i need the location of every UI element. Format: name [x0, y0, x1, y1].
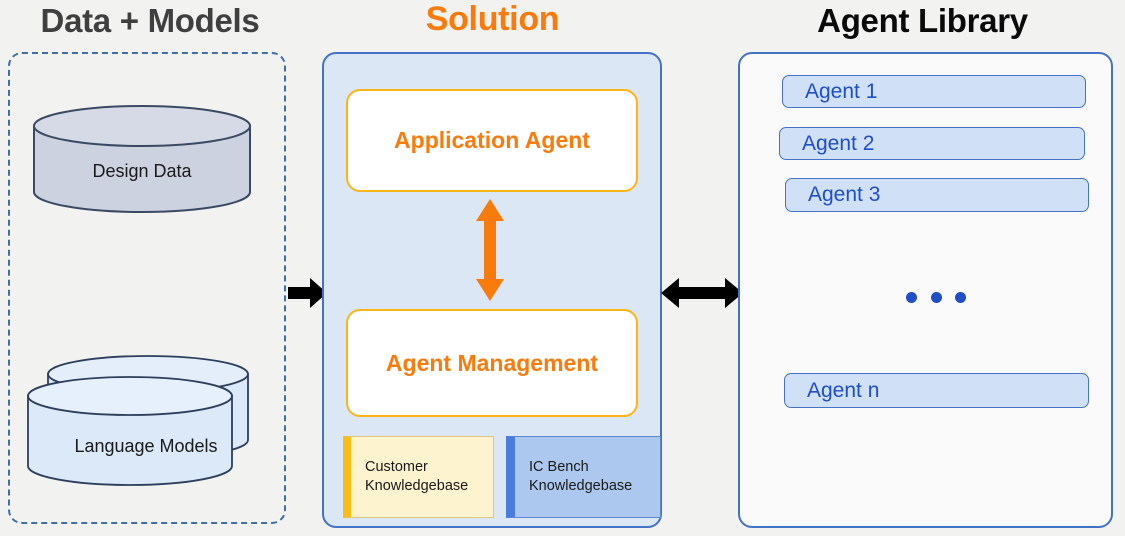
page-title-agent-library: Agent Library	[817, 2, 1028, 39]
agent-library-panel: Agent 1 Agent 2 Agent 3 Agent n	[738, 52, 1113, 528]
ellipsis-indicator	[906, 292, 966, 303]
agent-pill-agent-2[interactable]: Agent 2	[779, 127, 1085, 160]
cylinder-design-data: Design Data	[32, 104, 252, 214]
data-models-panel	[8, 52, 286, 524]
arrow-left-right-icon	[661, 278, 743, 308]
agent-pill-agent-n[interactable]: Agent n	[784, 373, 1089, 408]
knowledgebase-ic-bench[interactable]: IC Bench Knowledgebase	[506, 436, 661, 518]
arrow-up-down-icon	[476, 199, 504, 301]
knowledgebase-customer[interactable]: Customer Knowledgebase	[343, 436, 494, 518]
agent-pill-agent-3[interactable]: Agent 3	[785, 178, 1089, 212]
stacked-database-cylinder-icon	[27, 355, 249, 486]
cylinder-label-language-models: Language Models	[74, 436, 218, 456]
cylinder-label-design-data: Design Data	[92, 161, 192, 181]
card-agent-management[interactable]: Agent Management	[346, 309, 638, 417]
arrow-right-icon	[288, 278, 327, 308]
database-cylinder-icon	[33, 105, 251, 213]
page-title-data-models: Data + Models	[40, 2, 260, 39]
ellipsis-dot	[955, 292, 966, 303]
ellipsis-dot	[930, 292, 942, 303]
ellipsis-dot	[906, 292, 917, 303]
cylinder-language-models: Language Models	[26, 352, 266, 492]
page-title-solution: Solution	[425, 0, 560, 38]
solution-panel: Application Agent Agent Management Custo…	[322, 52, 662, 528]
agent-pill-agent-1[interactable]: Agent 1	[782, 75, 1086, 108]
card-application-agent[interactable]: Application Agent	[346, 89, 638, 192]
